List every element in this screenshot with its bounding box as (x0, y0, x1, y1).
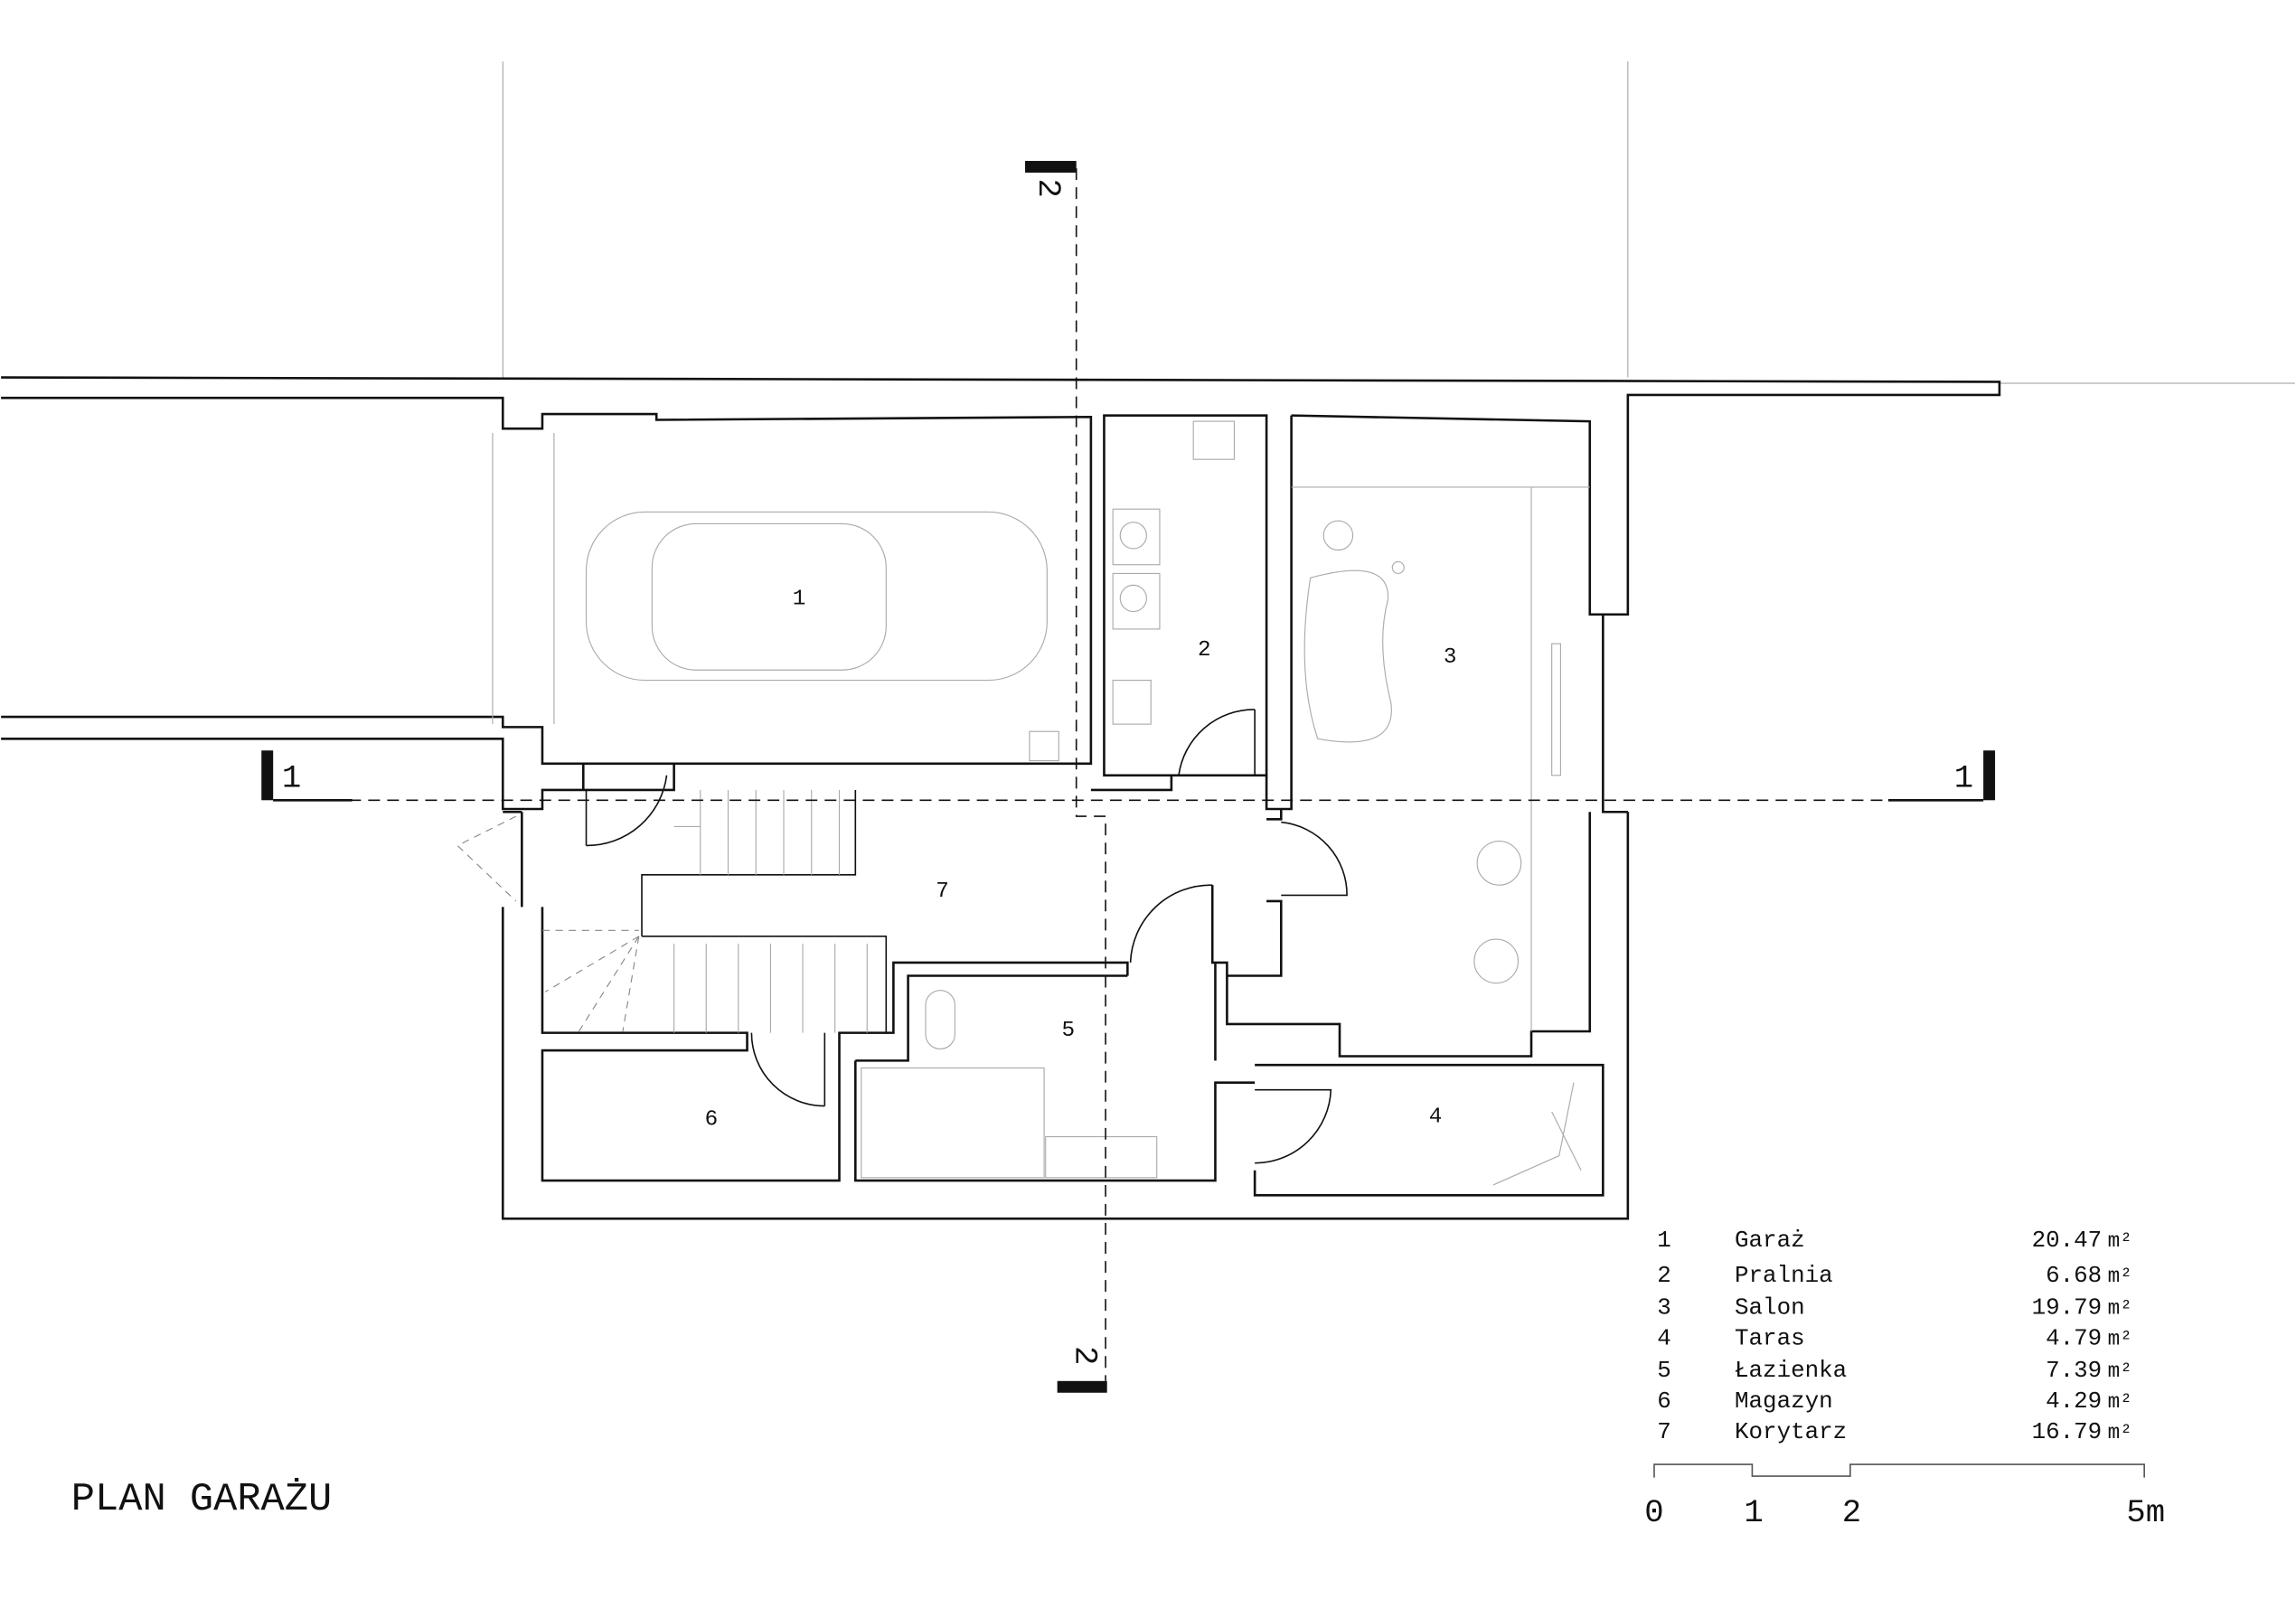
rooms-6-number: 7 (1657, 1418, 1671, 1445)
room-number-1: 1 (793, 587, 806, 611)
room-number-5: 5 (1062, 1019, 1076, 1043)
rooms-6-area: 16.79 (2032, 1418, 2103, 1445)
legend-row: 2 Pralnia 6.68 m² (1657, 1262, 2132, 1289)
rooms-3-area: 4.79 (2046, 1324, 2102, 1351)
site-lines (502, 61, 2295, 384)
section-label-2-top: 2 (1030, 178, 1067, 197)
rooms-0-name: Garaż (1735, 1227, 1805, 1254)
car-outline (585, 511, 1048, 682)
room-number-2: 2 (1198, 638, 1211, 663)
rooms-4-number: 5 (1657, 1357, 1671, 1384)
walls (1, 376, 2001, 1220)
section-label-2-bottom: 2 (1067, 1346, 1104, 1365)
section-lines: 1 1 2 2 (261, 161, 1996, 1393)
rooms-1-number: 2 (1657, 1262, 1671, 1289)
section-label-1-right: 1 (1954, 760, 1973, 797)
stairs (492, 433, 868, 1033)
rooms-2-unit: m² (2108, 1296, 2132, 1320)
section-marker-1-left (261, 750, 274, 801)
section-marker-2-top (1025, 161, 1077, 173)
rooms-2-area: 19.79 (2032, 1293, 2103, 1321)
rooms-3-name: Taras (1735, 1324, 1805, 1351)
scale_bar-labels-0: 0 (1644, 1494, 1663, 1531)
furniture (585, 420, 1590, 1186)
scale_bar-labels-2: 2 (1842, 1494, 1861, 1531)
scale-bar: 0 1 2 5m (1644, 1463, 2165, 1531)
plan-title: PLAN GARAŻU (71, 1477, 332, 1522)
rooms-3-number: 4 (1657, 1324, 1671, 1351)
rooms-4-unit: m² (2108, 1359, 2132, 1383)
room-number-7: 7 (936, 880, 949, 904)
room-number-6: 6 (705, 1108, 719, 1133)
room-number-3: 3 (1444, 645, 1457, 670)
section-marker-2-bottom (1057, 1380, 1107, 1393)
rooms-0-area: 20.47 (2032, 1227, 2103, 1254)
rooms-5-unit: m² (2108, 1390, 2132, 1414)
section-marker-1-right (1983, 750, 1996, 801)
rooms-1-unit: m² (2108, 1265, 2132, 1288)
rooms-5-number: 6 (1657, 1388, 1671, 1415)
rooms-0-unit: m² (2108, 1229, 2132, 1253)
doors (456, 709, 1348, 1164)
rooms-2-name: Salon (1735, 1293, 1805, 1321)
rooms-1-name: Pralnia (1735, 1262, 1833, 1289)
rooms-6-name: Korytarz (1735, 1418, 1847, 1445)
rooms-1-area: 6.68 (2046, 1262, 2102, 1289)
rooms-5-name: Magazyn (1735, 1388, 1833, 1415)
rooms-4-name: Łazienka (1735, 1357, 1847, 1384)
rooms-3-unit: m² (2108, 1327, 2132, 1350)
scale_bar-labels-1: 1 (1744, 1494, 1763, 1531)
rooms-6-unit: m² (2108, 1421, 2132, 1444)
rooms-5-area: 4.29 (2046, 1388, 2102, 1415)
room-numbers: 1 2 3 4 5 6 7 (705, 587, 1457, 1132)
legend-row: 4 Taras 4.79 m² (1657, 1324, 2132, 1351)
rooms-4-area: 7.39 (2046, 1357, 2102, 1384)
room-number-4: 4 (1429, 1105, 1443, 1129)
scale_bar-labels-3: 5m (2126, 1494, 2165, 1531)
rooms-0-number: 1 (1657, 1227, 1671, 1254)
section-label-1-left: 1 (282, 760, 301, 797)
rooms-2-number: 3 (1657, 1293, 1671, 1321)
